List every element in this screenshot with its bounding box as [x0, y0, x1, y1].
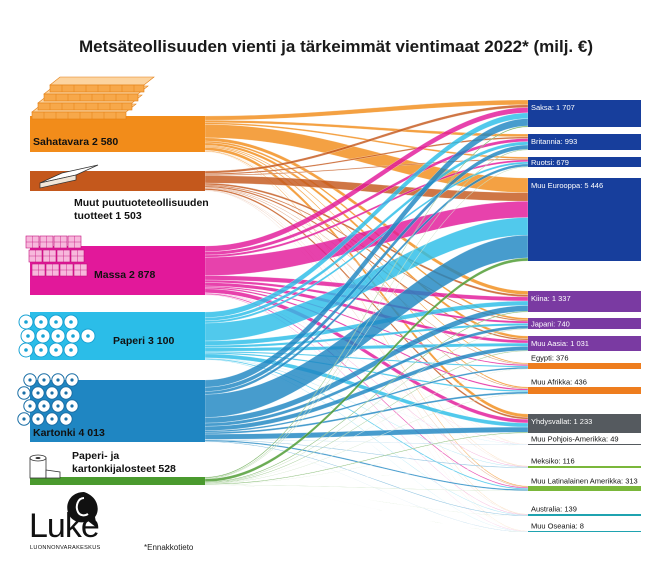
destination-bar	[528, 134, 641, 150]
destination-label: Muu Afrikka: 436	[531, 378, 587, 387]
source-label: Paperi 3 100	[113, 335, 174, 347]
destination-label: Saksa: 1 707	[531, 103, 575, 112]
source-label: tuotteet 1 503	[74, 210, 142, 222]
destination-label: Britannia: 993	[531, 137, 577, 146]
lumber-stack-icon	[31, 76, 155, 120]
destination-label: Muu Aasia: 1 031	[531, 339, 589, 348]
flow-link	[204, 359, 529, 532]
destination-bar	[528, 486, 641, 491]
source-label: Massa 2 878	[94, 269, 155, 281]
source-label: Muut puutuoteteollisuuden	[74, 197, 209, 209]
source-label: Sahatavara 2 580	[33, 136, 118, 148]
logo-name: Luke	[29, 507, 99, 545]
destination-label: Muu Oseania: 8	[531, 522, 584, 531]
destination-label: Egypti: 376	[531, 354, 569, 363]
destination-label: Muu Latinalainen Amerikka: 313	[531, 477, 638, 486]
flow-link	[204, 484, 529, 492]
paper-rolls-icon	[18, 314, 96, 358]
destination-label: Meksiko: 116	[531, 457, 575, 466]
destination-bar	[528, 178, 641, 261]
flows-layer	[204, 99, 529, 533]
destination-bar	[528, 336, 641, 351]
destination-bar	[528, 387, 641, 394]
destination-label: Muu Eurooppa: 5 446	[531, 181, 603, 190]
toilet-roll-icon	[29, 454, 61, 479]
destination-bar	[528, 466, 641, 468]
source-icons	[17, 76, 155, 479]
destination-label: Muu Pohjois-Amerikka: 49	[531, 435, 619, 444]
destination-bar	[528, 318, 641, 329]
destination-label: Australia: 139	[531, 505, 577, 514]
source-label: Kartonki 4 013	[33, 427, 105, 439]
source-label: kartonkijalosteet 528	[72, 463, 176, 475]
destination-label: Japani: 740	[531, 320, 570, 329]
destination-bar	[528, 100, 641, 127]
source-label: Paperi- ja	[72, 450, 119, 462]
footnote: *Ennakkotieto	[144, 543, 194, 552]
pulp-bales-icon	[25, 235, 88, 277]
destination-bar	[528, 291, 641, 312]
destination-bar	[528, 414, 641, 433]
destination-label: Kiina: 1 337	[531, 294, 571, 303]
destination-label: Yhdysvallat: 1 233	[531, 417, 592, 426]
destination-bar	[528, 531, 641, 532]
source-band	[30, 477, 205, 485]
destination-bar	[528, 444, 641, 445]
destination-bar	[528, 363, 641, 369]
flow-link	[204, 484, 529, 533]
beam-icon	[39, 164, 99, 189]
destination-bar	[528, 157, 641, 167]
luke-logo: Luke LUONNONVARAKESKUS	[29, 492, 101, 551]
destination-bar	[528, 514, 641, 516]
destination-label: Ruotsi: 679	[531, 158, 569, 167]
source-band	[30, 116, 205, 152]
board-rolls-icon	[17, 373, 79, 426]
leaf-icon	[67, 492, 98, 528]
chart-title: Metsäteollisuuden vienti ja tärkeimmät v…	[79, 37, 593, 56]
logo-subtitle: LUONNONVARAKESKUS	[30, 545, 101, 551]
flow-link	[204, 439, 529, 446]
